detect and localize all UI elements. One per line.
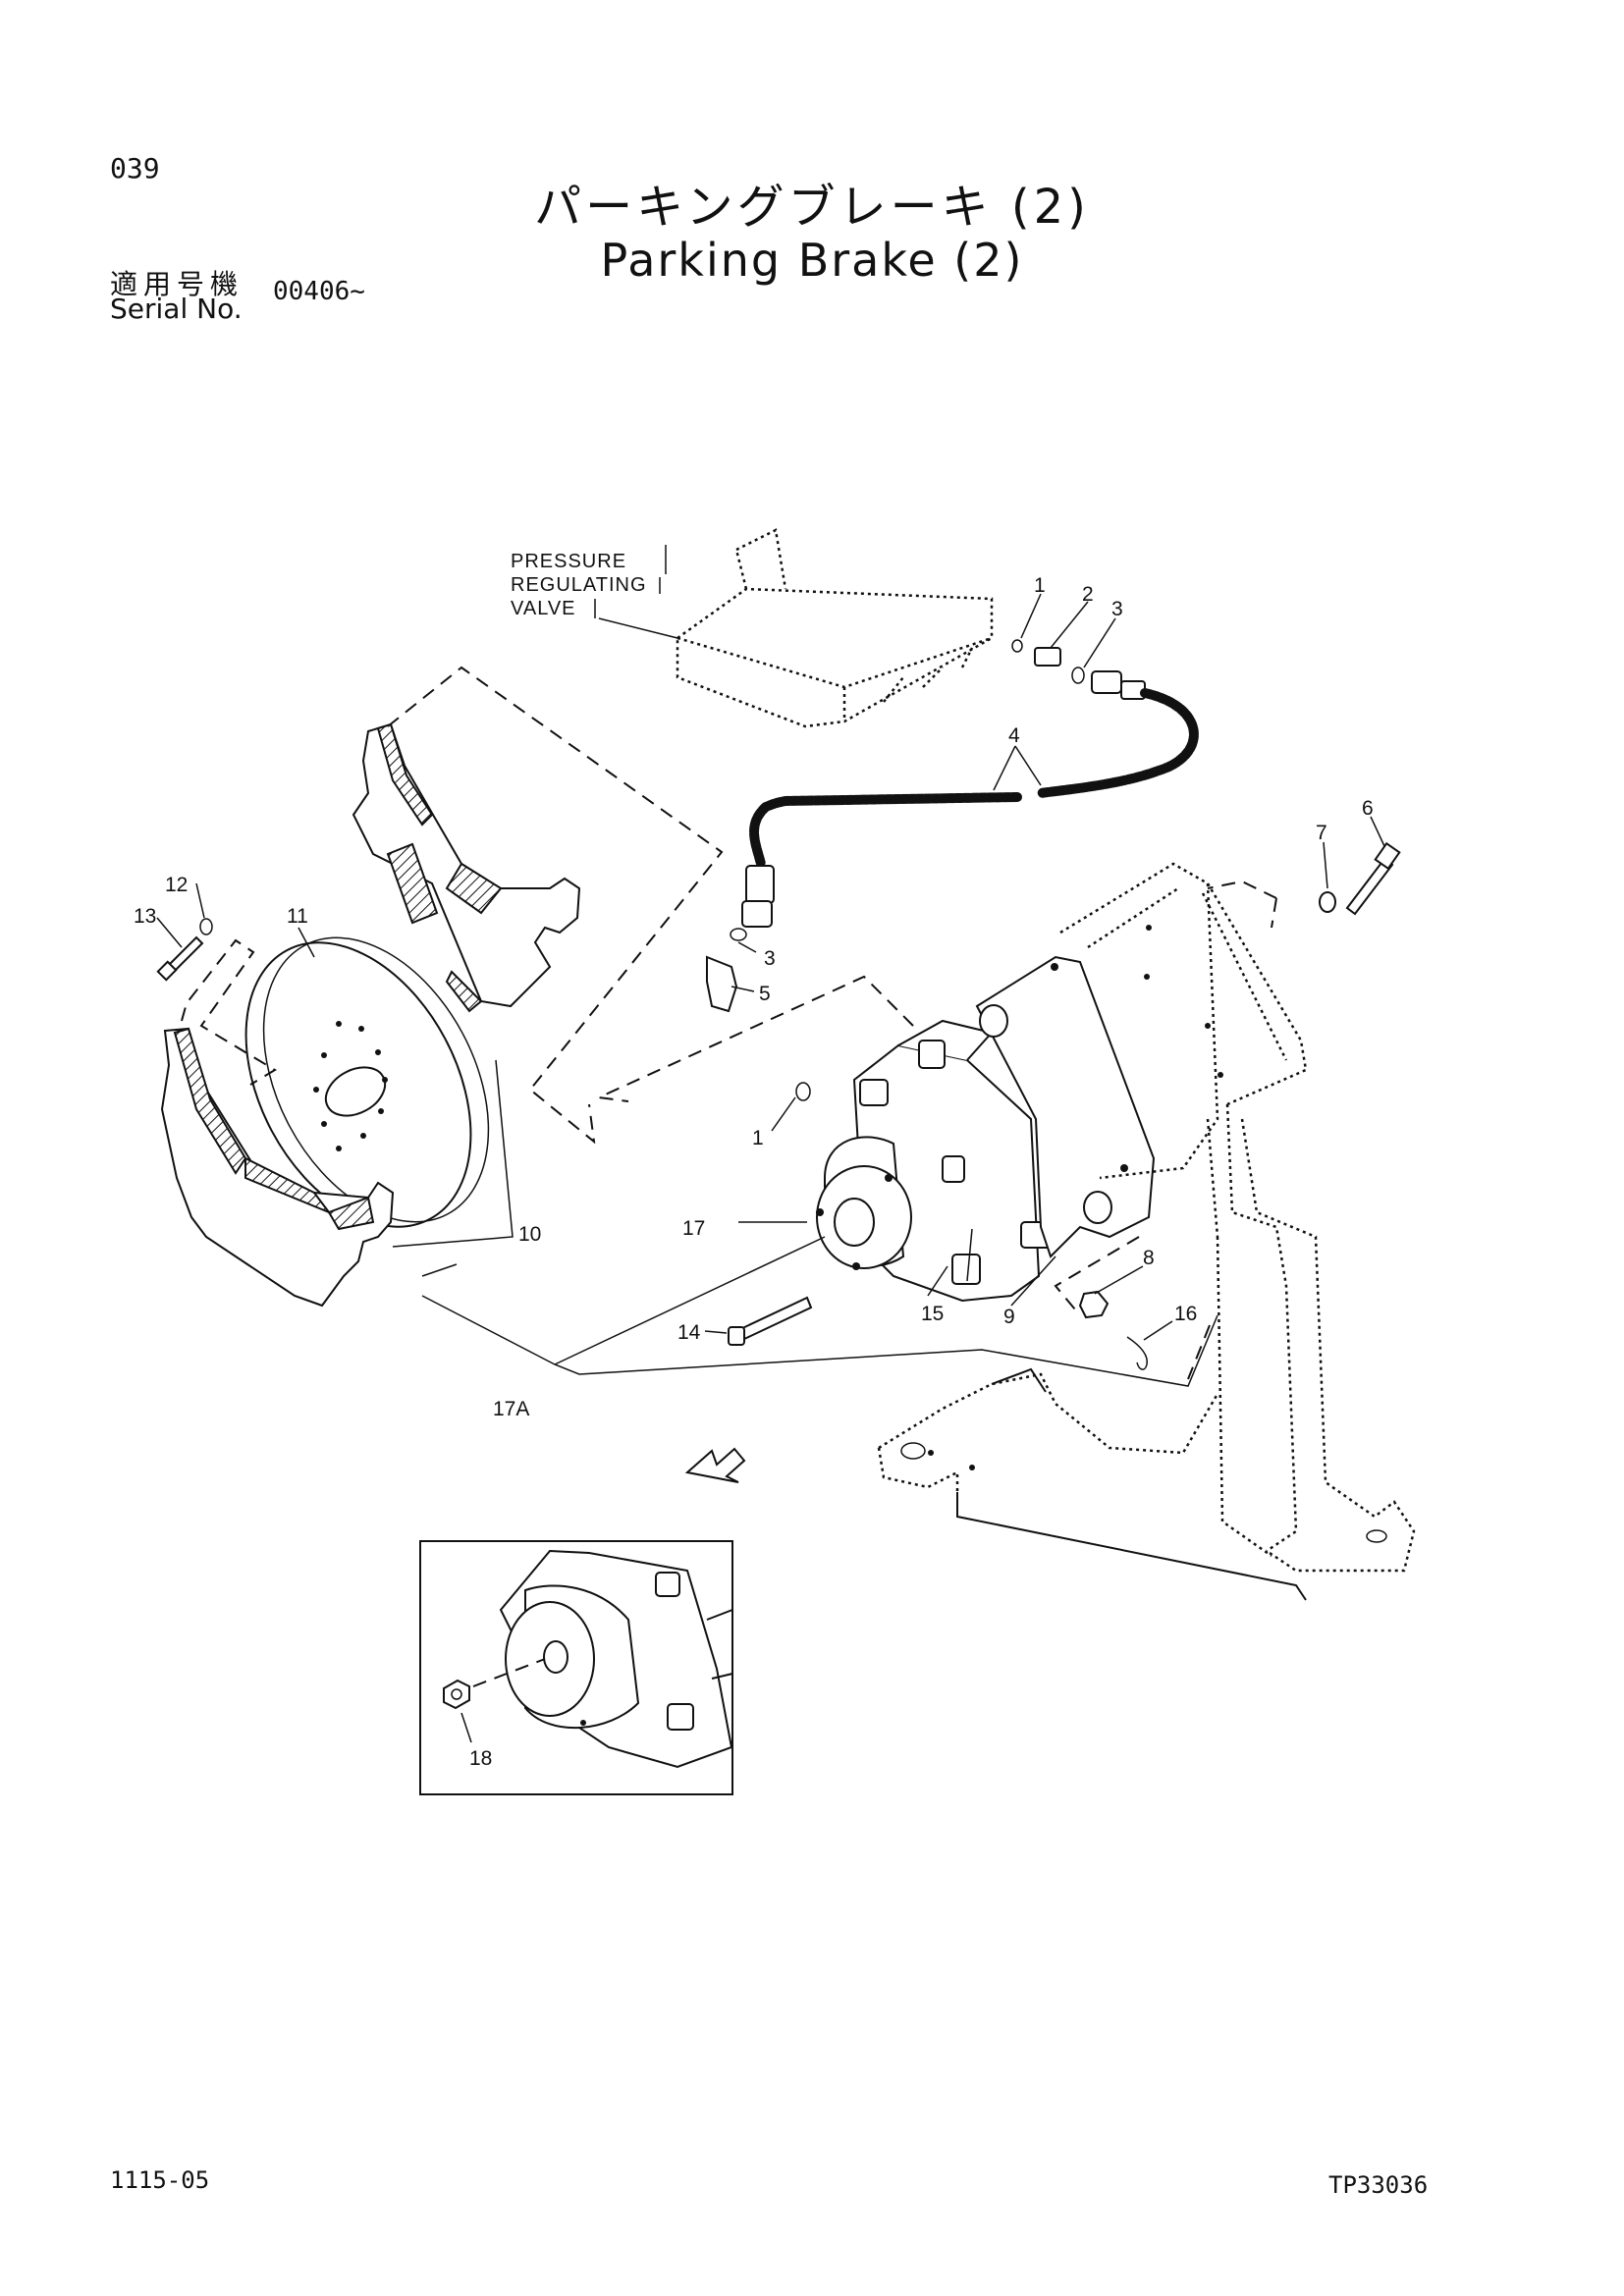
callout-7: 7 <box>1316 822 1327 844</box>
callout-1-upper: 1 <box>1034 574 1046 597</box>
callout-5: 5 <box>759 983 771 1005</box>
valve-label-line-1: PRESSURE <box>511 551 626 572</box>
brake-disc <box>244 936 490 1228</box>
valve-label-line-3: VALVE <box>511 598 576 619</box>
callout-17a: 17A <box>493 1398 529 1420</box>
valve-label-line-2: REGULATING <box>511 574 647 596</box>
callout-6: 6 <box>1362 797 1374 820</box>
upper-brake-pad <box>352 722 581 1013</box>
callout-12: 12 <box>165 874 188 896</box>
callout-4: 4 <box>1008 724 1020 747</box>
callout-15: 15 <box>921 1303 944 1325</box>
callout-17: 17 <box>682 1217 705 1240</box>
callout-3-upper: 3 <box>1111 598 1123 620</box>
fittings-lower <box>706 865 811 1101</box>
bolt-13-washer-12 <box>156 918 213 982</box>
nut-8-pin-16 <box>1078 1290 1148 1370</box>
bolt-6-washer-7 <box>1319 841 1401 916</box>
brake-hose <box>1036 688 1199 798</box>
mounting-bracket <box>595 955 1156 1258</box>
callout-9: 9 <box>1003 1306 1015 1328</box>
base-plate <box>877 1367 1307 1601</box>
callout-3-lower: 3 <box>764 947 776 970</box>
callout-2: 2 <box>1082 583 1094 606</box>
callout-11: 11 <box>287 905 308 928</box>
serial-label-english: Serial No. <box>110 293 243 325</box>
title-japanese: パーキングブレーキ (2) <box>534 180 1090 235</box>
serial-number-value: 00406~ <box>273 277 365 306</box>
footer-right-code: TP33036 <box>1328 2171 1429 2199</box>
callout-16: 16 <box>1174 1303 1197 1325</box>
callout-10: 10 <box>518 1223 541 1246</box>
title-block: パーキングブレーキ (2) Parking Brake (2) <box>0 182 1624 288</box>
callout-1-lower: 1 <box>752 1127 764 1149</box>
view-arrow <box>684 1447 746 1483</box>
callout-18: 18 <box>469 1747 492 1770</box>
brake-actuator-body <box>816 1019 1052 1303</box>
callout-13: 13 <box>134 905 156 928</box>
callout-8: 8 <box>1143 1247 1155 1269</box>
serial-label-japanese: 適用号機 <box>110 268 244 300</box>
title-english: Parking Brake (2) <box>600 233 1024 287</box>
bolt-14 <box>728 1296 813 1346</box>
lower-brake-pad <box>160 1027 395 1308</box>
footer-left-code: 1115-05 <box>110 2166 210 2194</box>
pressure-regulating-valve <box>598 528 994 728</box>
inset-view <box>419 1540 733 1795</box>
callout-14: 14 <box>677 1321 701 1344</box>
frame-plate <box>1059 862 1416 1573</box>
fittings-upper <box>1011 639 1146 700</box>
page-number: 039 <box>110 152 160 185</box>
